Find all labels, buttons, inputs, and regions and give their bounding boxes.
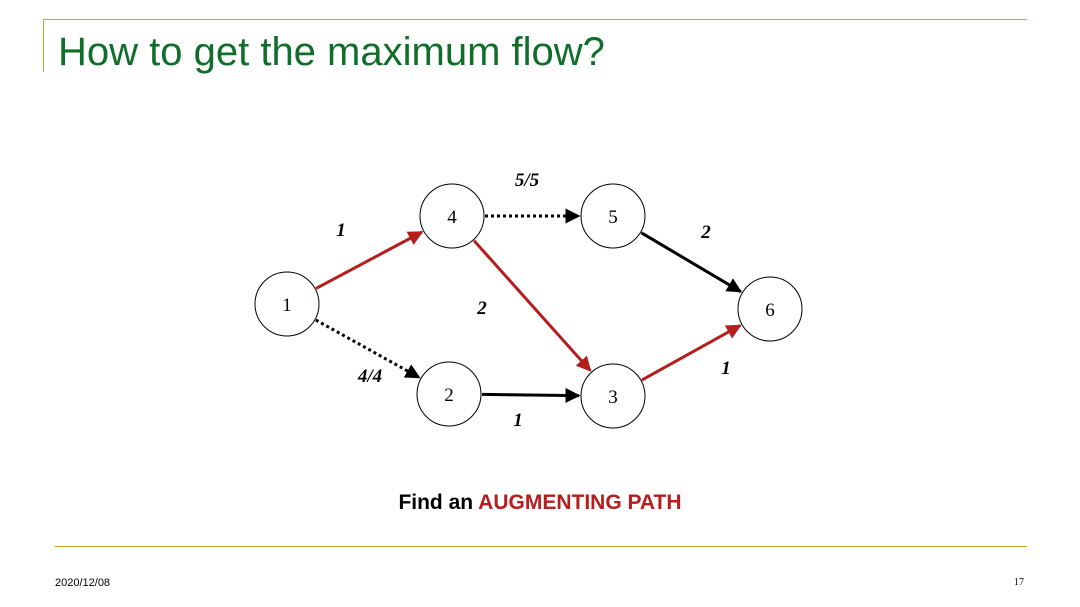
node-2: 2	[416, 361, 482, 427]
caption-highlight: AUGMENTING PATH	[478, 491, 682, 514]
edge-label-2-3: 1	[513, 410, 523, 431]
node-label-2: 2	[444, 385, 454, 406]
edge-2-3	[481, 387, 581, 403]
node-label-5: 5	[608, 207, 618, 228]
edge-1-4	[315, 230, 424, 290]
node-circle-4	[419, 183, 485, 249]
slide-title: How to get the maximum flow?	[58, 30, 605, 74]
footer-page-number: 17	[1014, 577, 1024, 588]
edge-label-1-4: 1	[336, 220, 346, 241]
node-label-6: 6	[765, 300, 775, 321]
edge-1-2	[315, 318, 421, 379]
footer-date: 2020/12/08	[55, 577, 111, 589]
node-label-4: 4	[447, 207, 457, 228]
node-circle-6	[737, 276, 803, 342]
edge-3-6	[641, 324, 742, 382]
node-label-1: 1	[282, 295, 292, 316]
edge-label-3-6: 1	[721, 358, 731, 379]
edge-label-4-5: 5/5	[515, 170, 540, 191]
edge-label-1-2: 4/4	[357, 366, 382, 387]
caption-prefix: Find an	[398, 491, 479, 514]
node-6: 6	[737, 276, 803, 342]
edge-5-6	[640, 231, 743, 293]
edge-label-5-6: 2	[700, 222, 711, 243]
node-circle-3	[580, 363, 646, 429]
edge-label-4-3: 2	[476, 298, 487, 319]
node-1: 1	[254, 271, 320, 337]
node-5: 5	[580, 183, 646, 249]
node-circle-1	[254, 271, 320, 337]
node-4: 4	[419, 183, 485, 249]
bottom-rule	[55, 546, 1027, 547]
node-3: 3	[580, 363, 646, 429]
edge-4-3	[472, 239, 592, 372]
node-circle-2	[416, 361, 482, 427]
node-circle-5	[580, 183, 646, 249]
node-label-3: 3	[608, 387, 618, 408]
left-rule	[43, 19, 44, 72]
top-rule	[43, 19, 1027, 20]
caption: Find an AUGMENTING PATH	[0, 491, 1080, 515]
